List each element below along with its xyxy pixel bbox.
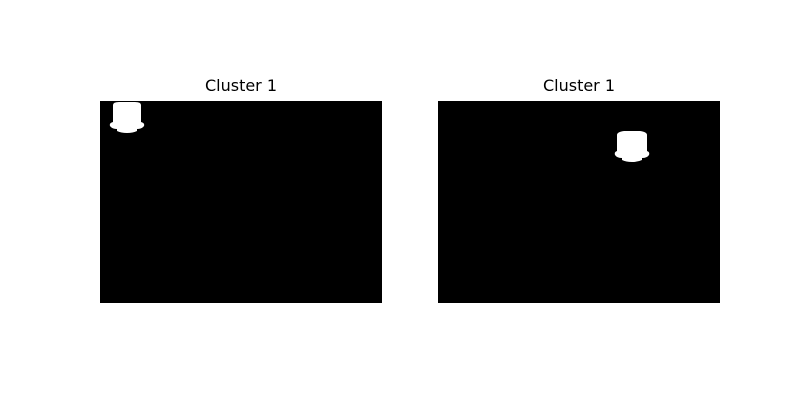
mask-blob-right: [614, 131, 650, 162]
cluster-mask-image-right: [438, 101, 720, 303]
cluster-mask-image-left: [100, 101, 382, 303]
panel-title-left: Cluster 1: [204, 76, 278, 95]
mask-blob-left-shape: [109, 102, 145, 133]
panel-title-right: Cluster 1: [542, 76, 616, 95]
mask-blob-left: [109, 102, 145, 133]
mask-blob-right-shape: [614, 131, 650, 162]
